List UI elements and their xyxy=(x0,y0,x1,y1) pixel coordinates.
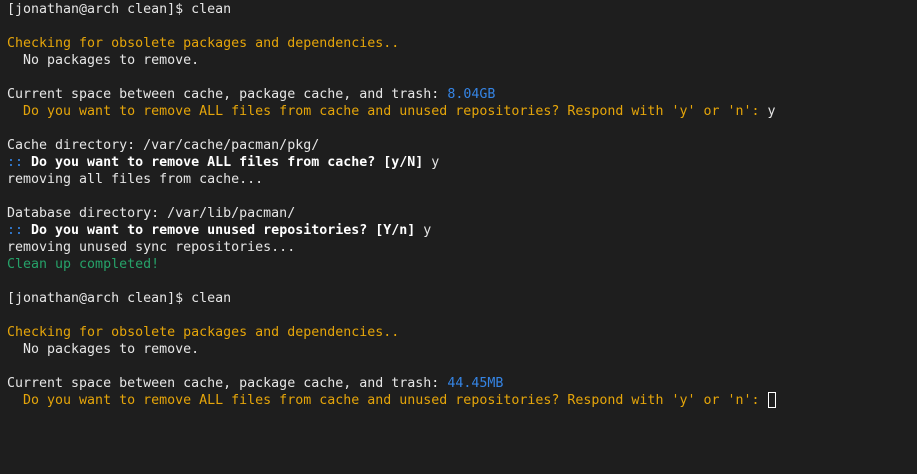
terminal-line xyxy=(7,69,910,86)
terminal-text: Do you want to remove unused repositorie… xyxy=(23,223,416,238)
terminal-line xyxy=(7,307,910,324)
terminal-text: removing all files from cache... xyxy=(7,172,264,187)
terminal-text: Do you want to remove ALL files from cac… xyxy=(23,155,424,170)
terminal-text: y xyxy=(767,104,776,119)
terminal-line: Clean up completed! xyxy=(7,256,910,273)
terminal-text: Current space between cache, package cac… xyxy=(7,87,448,102)
terminal-text: Checking for obsolete packages and depen… xyxy=(7,36,400,51)
terminal-line xyxy=(7,273,910,290)
terminal-text: [jonathan@arch clean]$ clean xyxy=(7,291,232,306)
terminal-text: :: xyxy=(7,223,24,238)
terminal-line: [jonathan@arch clean]$ clean xyxy=(7,290,910,307)
terminal-text: Clean up completed! xyxy=(7,257,160,272)
terminal-text: Current space between cache, package cac… xyxy=(7,376,448,391)
terminal-text: :: xyxy=(7,155,24,170)
terminal-text: No packages to remove. xyxy=(7,342,200,357)
terminal-text: 44.45MB xyxy=(447,376,504,391)
terminal-line: [jonathan@arch clean]$ clean xyxy=(7,1,910,18)
terminal-line: Do you want to remove ALL files from cac… xyxy=(7,103,910,120)
terminal-line: removing all files from cache... xyxy=(7,171,910,188)
terminal-line: Checking for obsolete packages and depen… xyxy=(7,35,910,52)
terminal-cursor[interactable] xyxy=(767,392,776,408)
terminal-line: No packages to remove. xyxy=(7,52,910,69)
terminal-text: y xyxy=(415,223,432,238)
terminal-line: Do you want to remove ALL files from cac… xyxy=(7,392,910,409)
terminal-line: removing unused sync repositories... xyxy=(7,239,910,256)
terminal-line: :: Do you want to remove ALL files from … xyxy=(7,154,910,171)
terminal-text: No packages to remove. xyxy=(7,53,200,68)
terminal-text: Database directory: /var/lib/pacman/ xyxy=(7,206,296,221)
terminal-text: y xyxy=(423,155,440,170)
terminal-line: :: Do you want to remove unused reposito… xyxy=(7,222,910,239)
terminal-text: [jonathan@arch clean]$ clean xyxy=(7,2,232,17)
terminal-text: Checking for obsolete packages and depen… xyxy=(7,325,400,340)
terminal-line: Checking for obsolete packages and depen… xyxy=(7,324,910,341)
terminal-line: Cache directory: /var/cache/pacman/pkg/ xyxy=(7,137,910,154)
terminal-line xyxy=(7,188,910,205)
terminal-line: Current space between cache, package cac… xyxy=(7,375,910,392)
terminal-line xyxy=(7,120,910,137)
terminal-line xyxy=(7,358,910,375)
terminal-text: removing unused sync repositories... xyxy=(7,240,296,255)
terminal-line: Database directory: /var/lib/pacman/ xyxy=(7,205,910,222)
terminal-text: Do you want to remove ALL files from cac… xyxy=(7,393,768,408)
terminal-line: No packages to remove. xyxy=(7,341,910,358)
terminal-text: Do you want to remove ALL files from cac… xyxy=(7,104,768,119)
terminal-line xyxy=(7,18,910,35)
terminal-line: Current space between cache, package cac… xyxy=(7,86,910,103)
terminal-text: 8.04GB xyxy=(447,87,496,102)
terminal-text: Cache directory: /var/cache/pacman/pkg/ xyxy=(7,138,320,153)
